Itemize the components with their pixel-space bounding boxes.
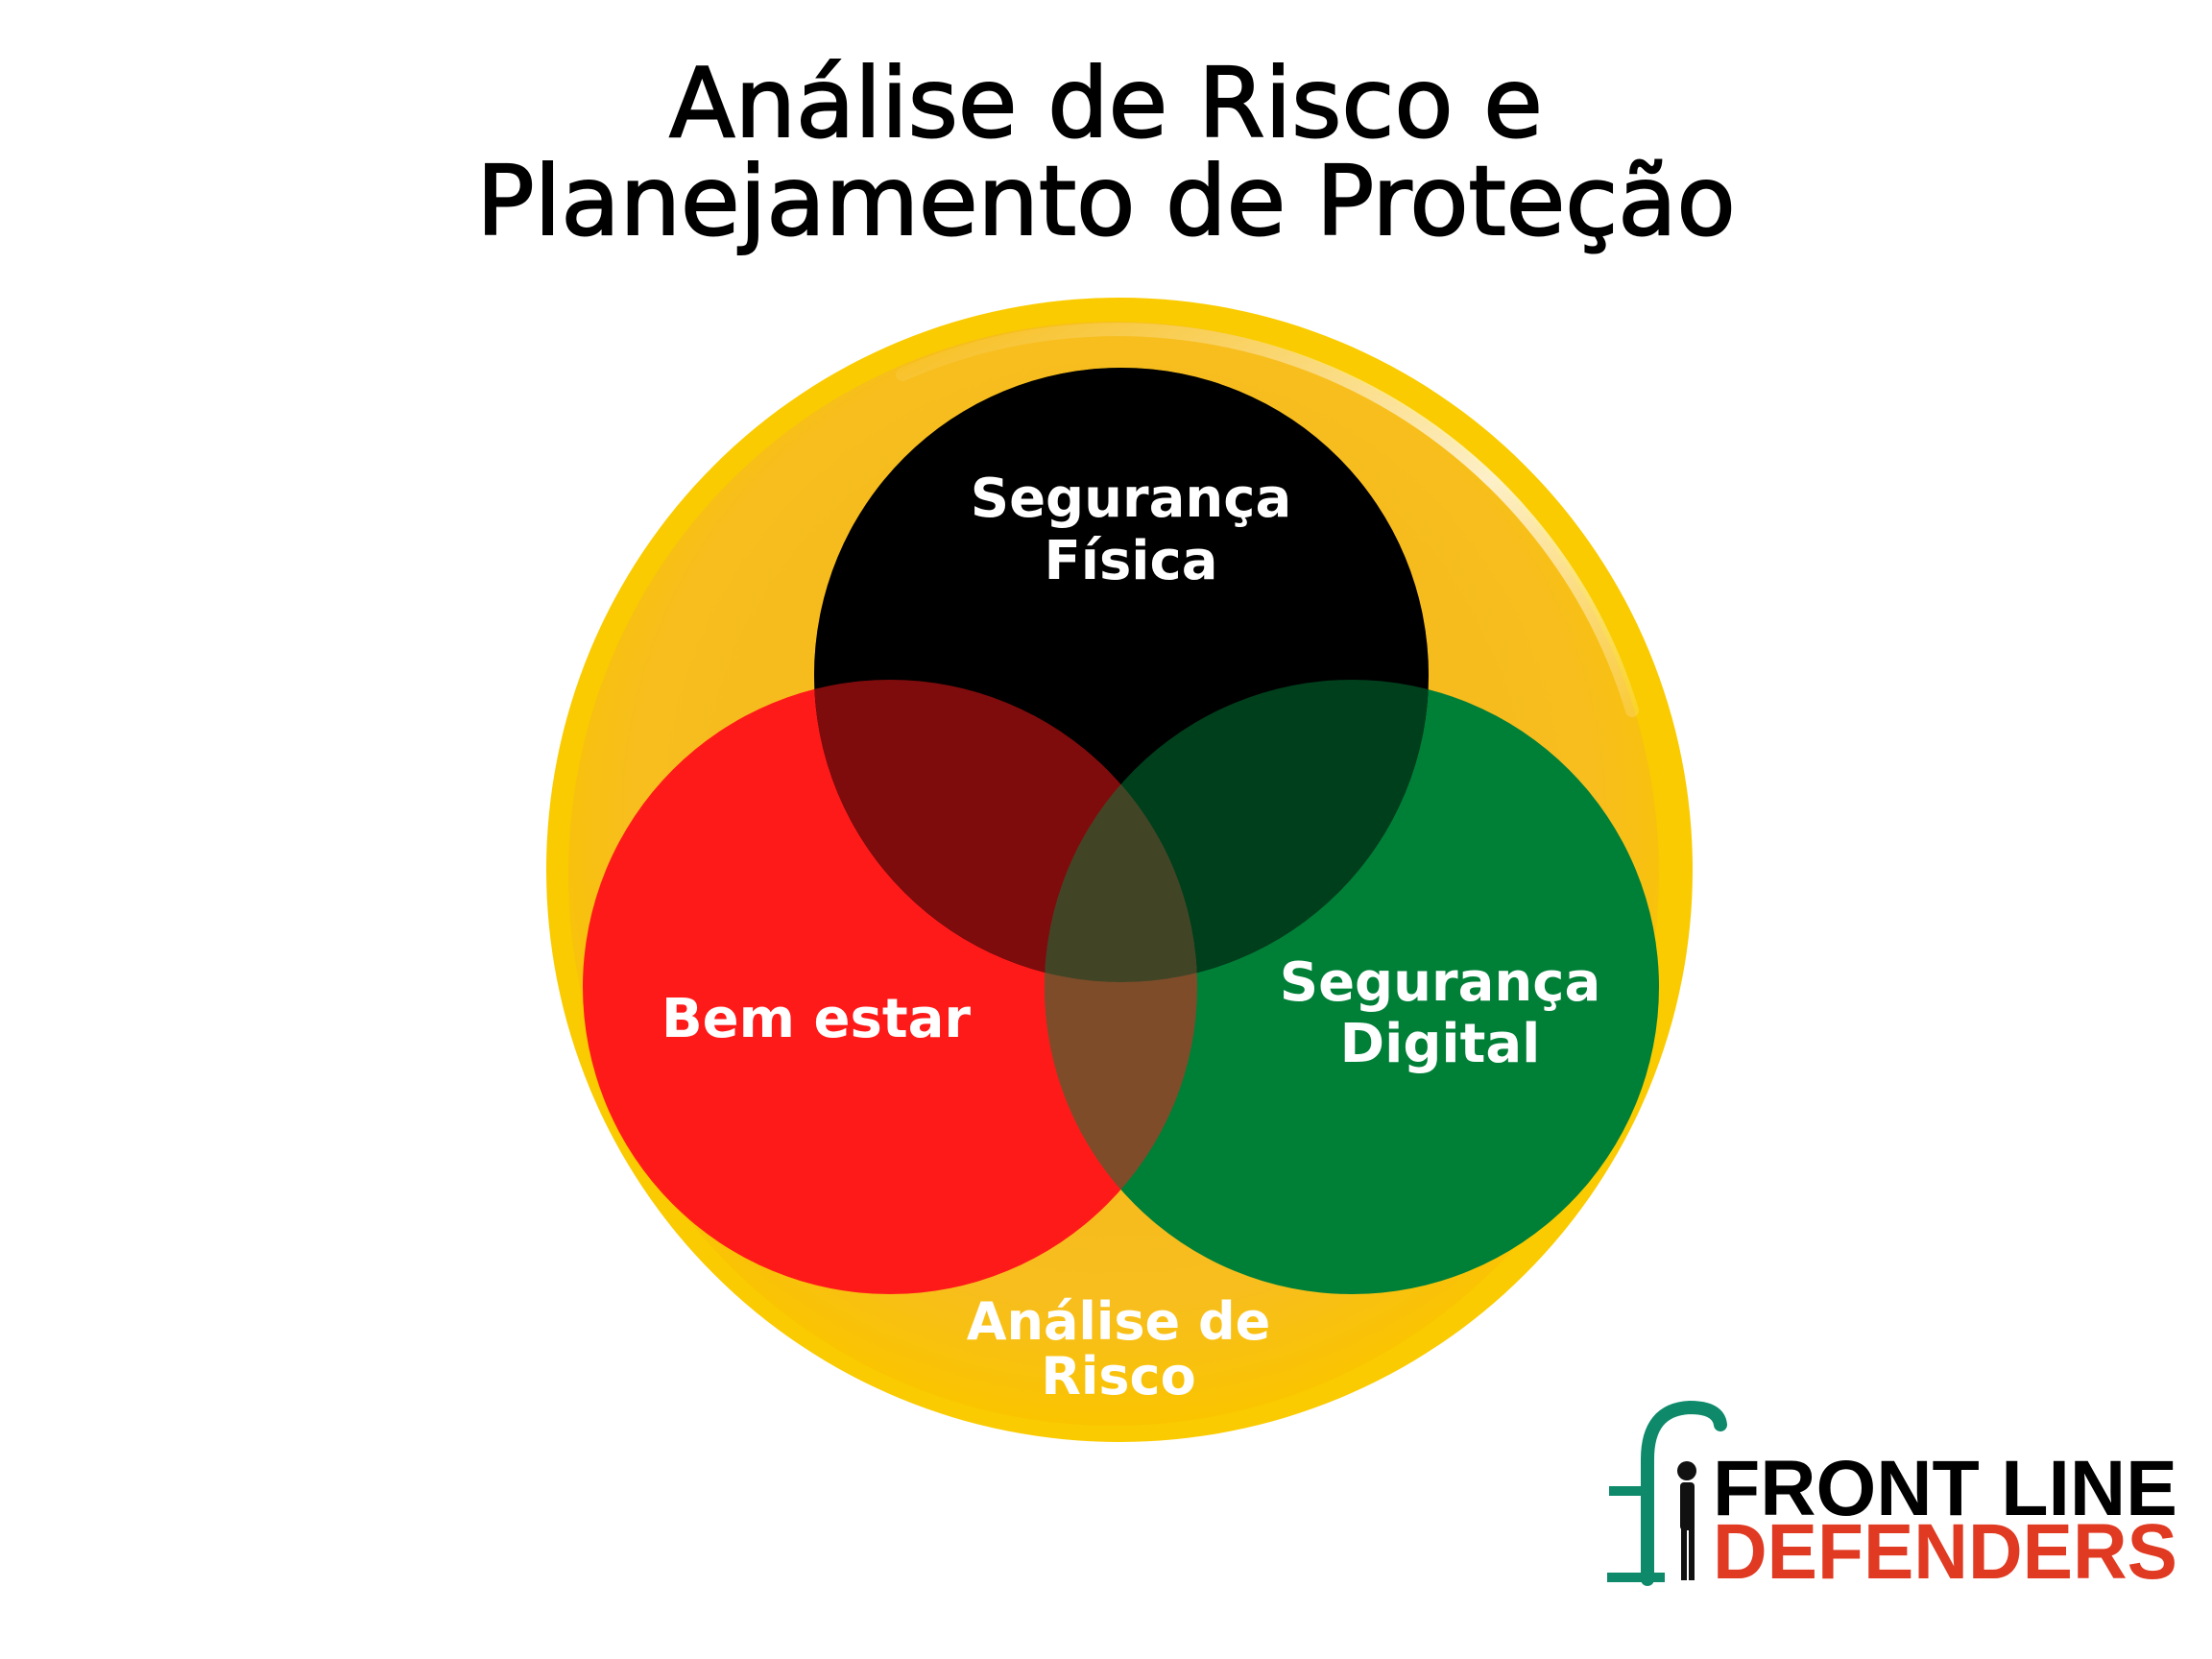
page-title-line-1: Análise de Risco e xyxy=(668,47,1544,159)
overlap-green-black xyxy=(1045,680,1429,982)
label-analise-de-risco-line-1: Análise de xyxy=(967,1291,1271,1352)
label-seguranca-digital-line-1: Segurança xyxy=(1280,951,1601,1014)
label-seguranca-fisica-line-2: Física xyxy=(1045,530,1218,592)
logo-text-line-1: FRONT LINE xyxy=(1713,1445,2177,1532)
logo-text-line-2: DEFENDERS xyxy=(1713,1508,2177,1596)
label-seguranca-fisica-line-1: Segurança xyxy=(971,468,1292,530)
label-bem-estar: Bem estar xyxy=(661,988,971,1050)
logo-mark-icon xyxy=(1607,1400,1727,1586)
label-seguranca-digital-line-2: Digital xyxy=(1340,1013,1541,1075)
page-title-line-2: Planejamento de Proteção xyxy=(475,145,1736,257)
label-analise-de-risco-line-2: Risco xyxy=(1041,1346,1195,1407)
overlap-red-black xyxy=(814,680,1197,982)
front-line-defenders-logo: FRONT LINE DEFENDERS xyxy=(1607,1400,2177,1596)
